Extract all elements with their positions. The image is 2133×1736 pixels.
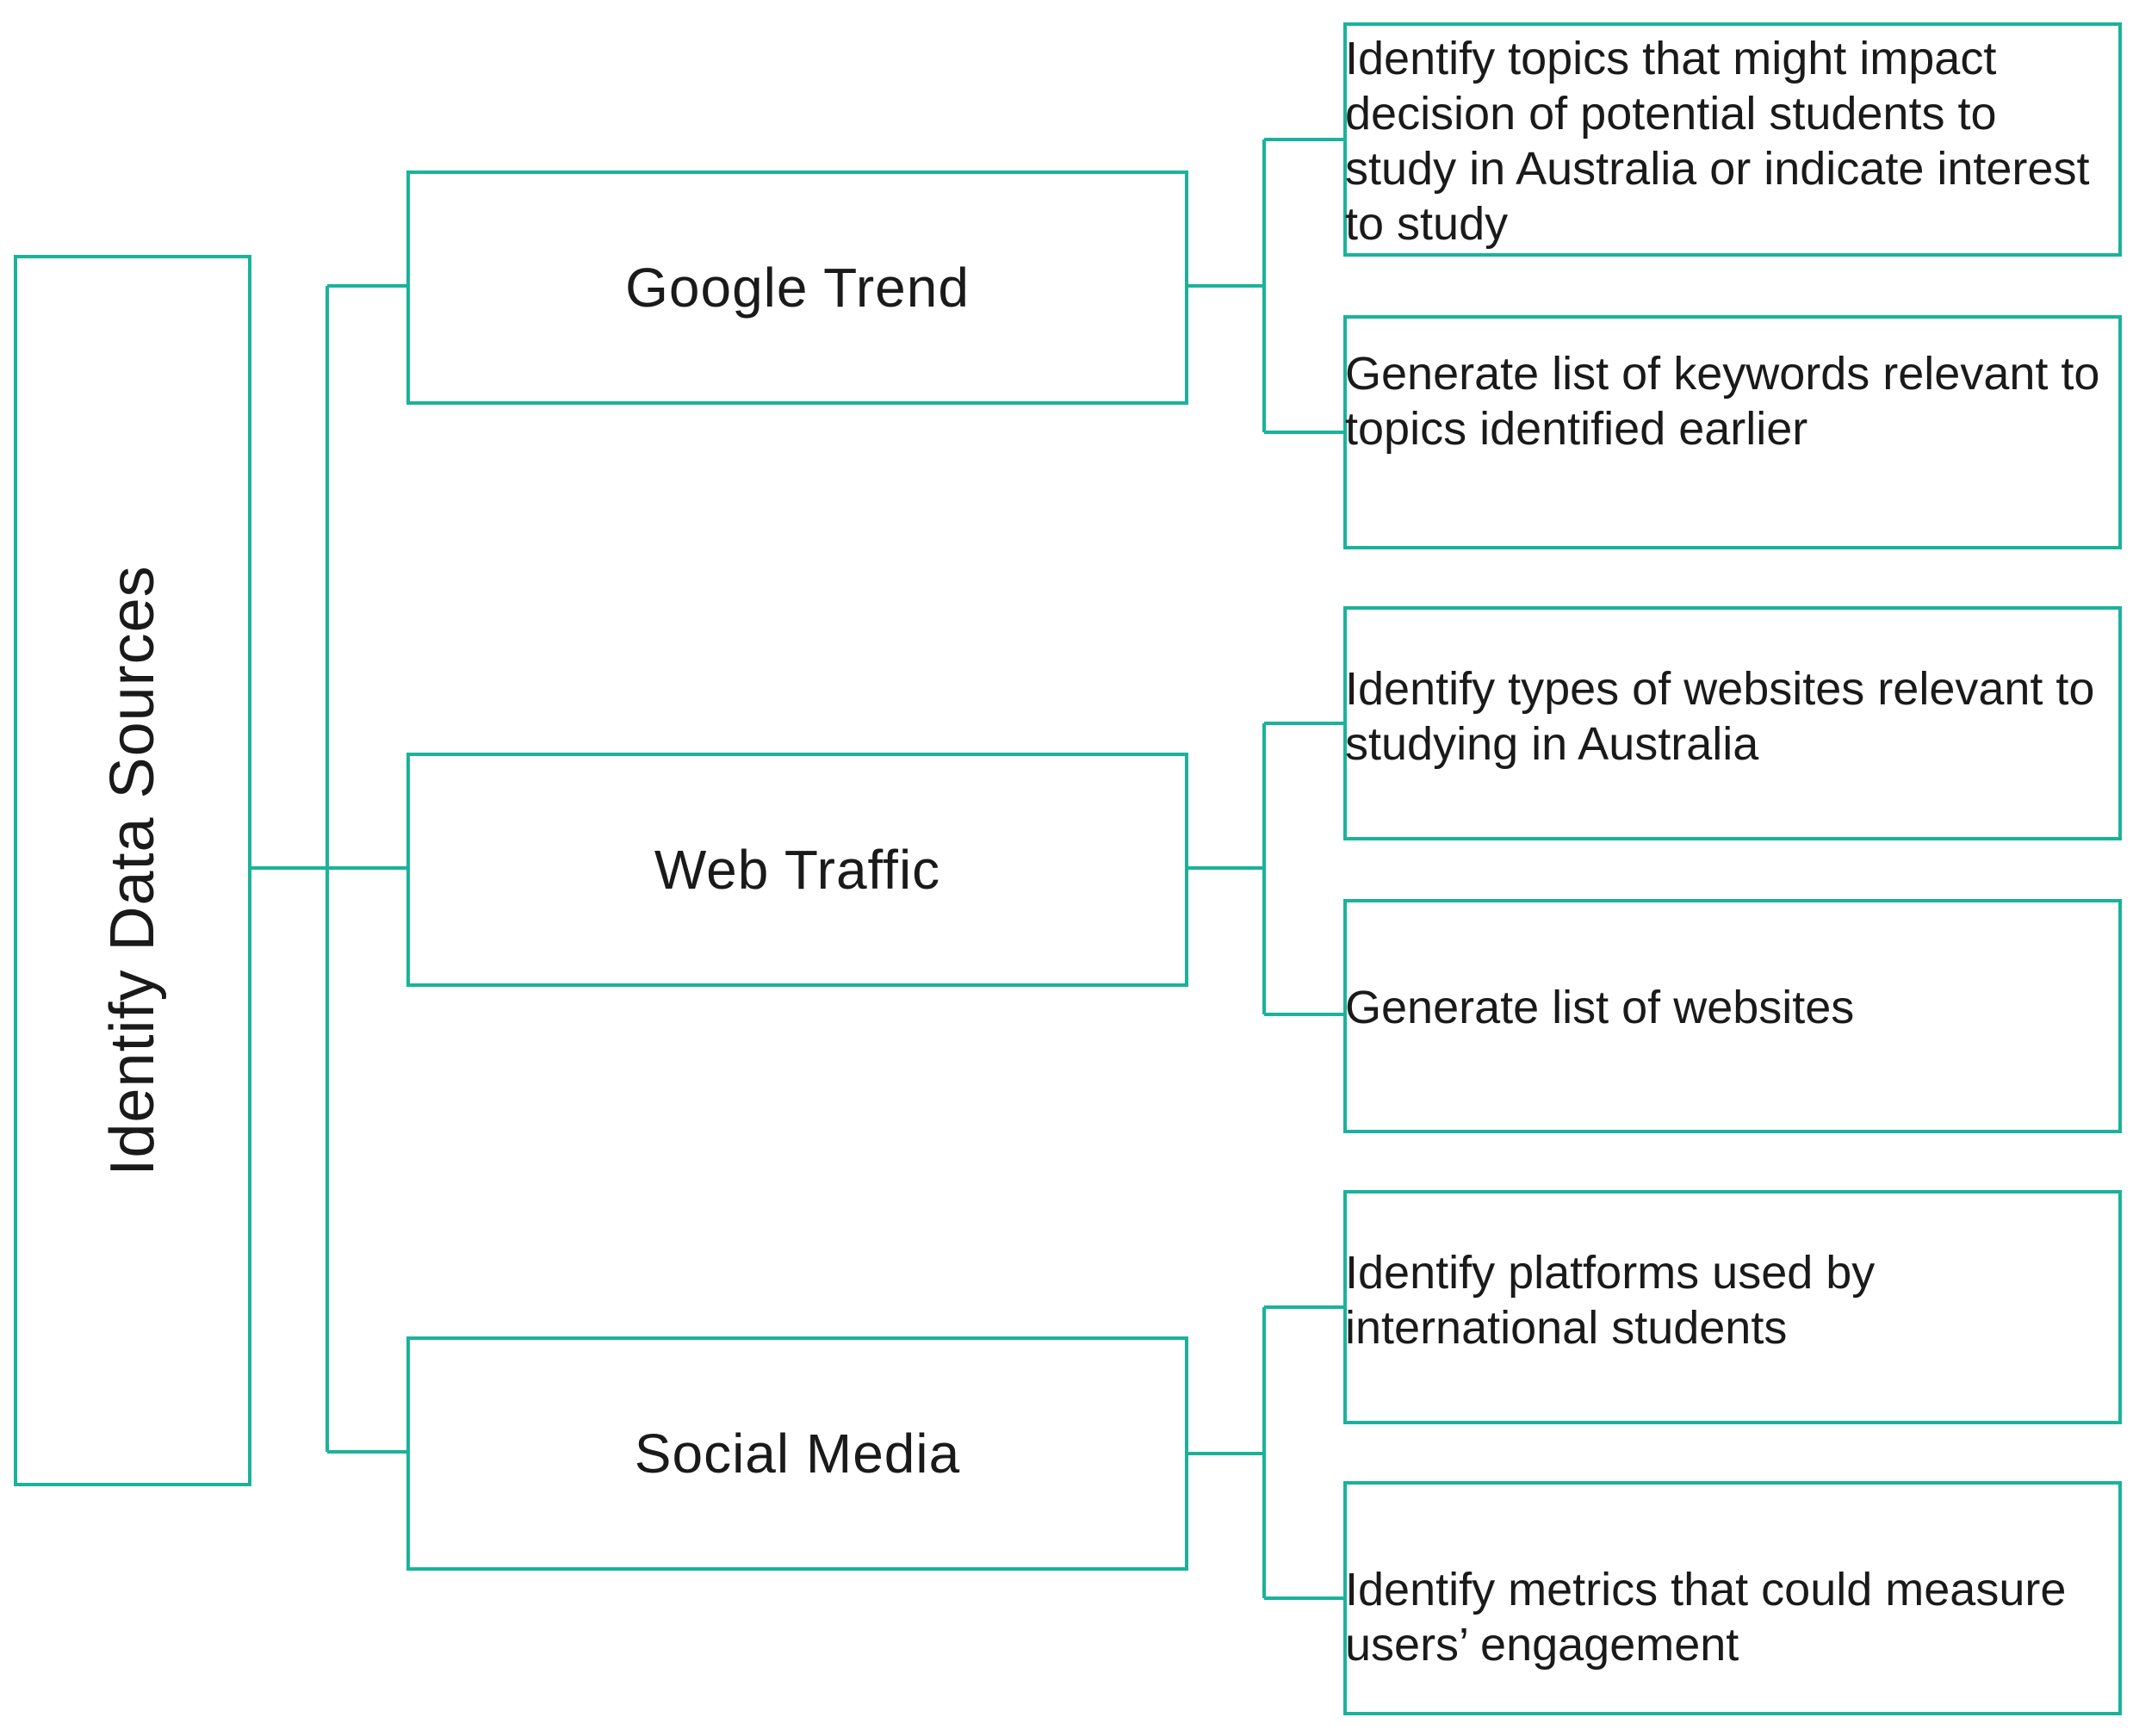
branch-node-label: Google Trend: [625, 257, 970, 319]
root-node-label: Identify Data Sources: [98, 565, 167, 1176]
leaf-node-web-traffic-2: Generate list of websites: [1343, 899, 2122, 1133]
branch-node-label: Social Media: [634, 1423, 961, 1485]
leaf-node-text: Identify types of websites relevant to s…: [1345, 663, 2095, 770]
leaf-node-google-trend-1: Identify topics that might impact decisi…: [1343, 22, 2122, 257]
leaf-node-social-media-1: Identify platforms used by international…: [1343, 1190, 2122, 1424]
branch-node-web-traffic: Web Traffic: [406, 753, 1188, 987]
leaf-node-google-trend-2: Generate list of keywords relevant to to…: [1343, 315, 2122, 549]
root-node: Identify Data Sources: [14, 255, 251, 1486]
leaf-node-text: Identify topics that might impact decisi…: [1345, 33, 2090, 250]
leaf-node-text: Identify platforms used by international…: [1345, 1247, 1876, 1354]
leaf-node-text: Identify metrics that could measure user…: [1345, 1564, 2067, 1671]
leaf-node-text: Generate list of websites: [1345, 982, 1855, 1033]
branch-node-social-media: Social Media: [406, 1336, 1188, 1571]
branch-node-label: Web Traffic: [654, 839, 941, 901]
leaf-node-social-media-2: Identify metrics that could measure user…: [1343, 1481, 2122, 1715]
branch-node-google-trend: Google Trend: [406, 170, 1188, 405]
leaf-node-text: Generate list of keywords relevant to to…: [1345, 348, 2100, 455]
leaf-node-web-traffic-1: Identify types of websites relevant to s…: [1343, 606, 2122, 840]
